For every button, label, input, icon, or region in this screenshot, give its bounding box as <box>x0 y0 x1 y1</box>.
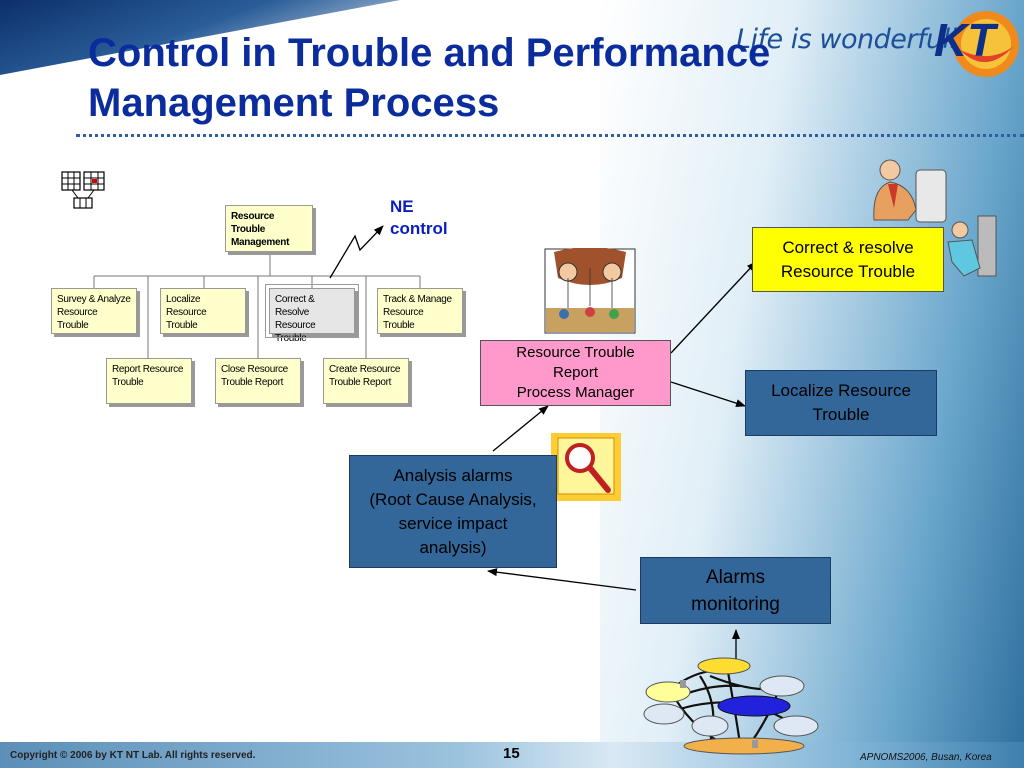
network-clouds-icon <box>643 657 819 755</box>
org-box-track: Track & Manage Resource Trouble <box>377 288 463 334</box>
ne-control-line2: control <box>390 219 448 238</box>
org-box-close: Close Resource Trouble Report <box>215 358 301 404</box>
analysis-line2: (Root Cause Analysis, <box>369 489 537 509</box>
copyright-text: Copyright © 2006 by KT NT Lab. All right… <box>10 750 256 761</box>
org-box-label: Localize Resource Trouble <box>166 294 207 331</box>
arrow-alarms-to-analysis <box>487 568 637 591</box>
arrow-manager-to-correct <box>670 261 757 354</box>
org-box-report: Report Resource Trouble <box>106 358 192 404</box>
org-box-label: Track & Manage Resource Trouble <box>383 294 452 331</box>
analysis-line1: Analysis alarms <box>393 465 513 485</box>
correct-resolve-line1: Correct & resolve <box>782 237 914 257</box>
slide-title-line2: Management Process <box>88 81 500 125</box>
arrow-manager-to-localize <box>670 381 746 408</box>
org-box-label: Close Resource Trouble Report <box>221 364 288 388</box>
slide-title: Control in Trouble and Performance Manag… <box>88 28 888 128</box>
org-box-label: Survey & Analyze Resource Trouble <box>57 294 131 331</box>
slide-title-line1: Control in Trouble and Performance <box>88 31 771 75</box>
analysis-line3: service impact <box>398 513 508 533</box>
org-box-label: Correct & Resolve Resource Trouble <box>275 294 316 344</box>
org-box-label: Create Resource Trouble Report <box>329 364 401 388</box>
alarms-monitoring-box: Alarms monitoring <box>640 557 831 624</box>
alarms-line1: Alarms <box>705 566 766 588</box>
process-manager-line1: Resource Trouble <box>516 344 635 361</box>
kt-logo-text: KT <box>934 14 999 66</box>
org-box-localize: Localize Resource Trouble <box>160 288 246 334</box>
correct-resolve-box: Correct & resolve Resource Trouble <box>752 227 944 292</box>
org-root-box: Resource Trouble Management <box>225 205 313 252</box>
org-box-create: Create Resource Trouble Report <box>323 358 409 404</box>
slogan: Life is wonderfull <box>736 24 957 55</box>
org-root-label: Resource Trouble Management <box>231 211 290 248</box>
org-box-correct: Correct & Resolve Resource Trouble <box>265 284 359 344</box>
puppeteer-clipart-icon <box>544 248 636 334</box>
analysis-alarms-box: Analysis alarms (Root Cause Analysis, se… <box>349 455 557 568</box>
localize-line1: Localize Resource <box>771 381 911 400</box>
process-manager-line2: Report <box>552 364 599 381</box>
org-box-label: Report Resource Trouble <box>112 364 184 388</box>
process-manager-line3: Process Manager <box>516 384 635 401</box>
technicians-clipart-icon <box>873 159 997 277</box>
title-divider <box>76 134 1024 137</box>
analysis-line4: analysis) <box>419 537 487 557</box>
localize-box: Localize Resource Trouble <box>745 370 937 436</box>
process-manager-box: Resource Trouble Report Process Manager <box>480 340 671 406</box>
correct-resolve-line2: Resource Trouble <box>780 261 916 281</box>
org-chart-connectors <box>93 252 421 358</box>
alarms-line2: monitoring <box>691 593 780 615</box>
arrow-analysis-to-manager <box>492 405 549 452</box>
ne-control-label: NE control <box>390 196 448 240</box>
conference-text: APNOMS2006, Busan, Korea <box>860 752 992 763</box>
page-number: 15 <box>503 745 520 762</box>
ne-control-line1: NE <box>390 197 414 216</box>
magnifier-icon <box>551 433 621 501</box>
org-box-survey: Survey & Analyze Resource Trouble <box>51 288 137 334</box>
kt-logo-icon: KT <box>934 11 1019 77</box>
localize-line2: Trouble <box>812 405 870 424</box>
ne-control-arrow <box>329 225 384 279</box>
network-grid-icon <box>61 171 105 209</box>
footer-bar <box>0 742 1024 768</box>
